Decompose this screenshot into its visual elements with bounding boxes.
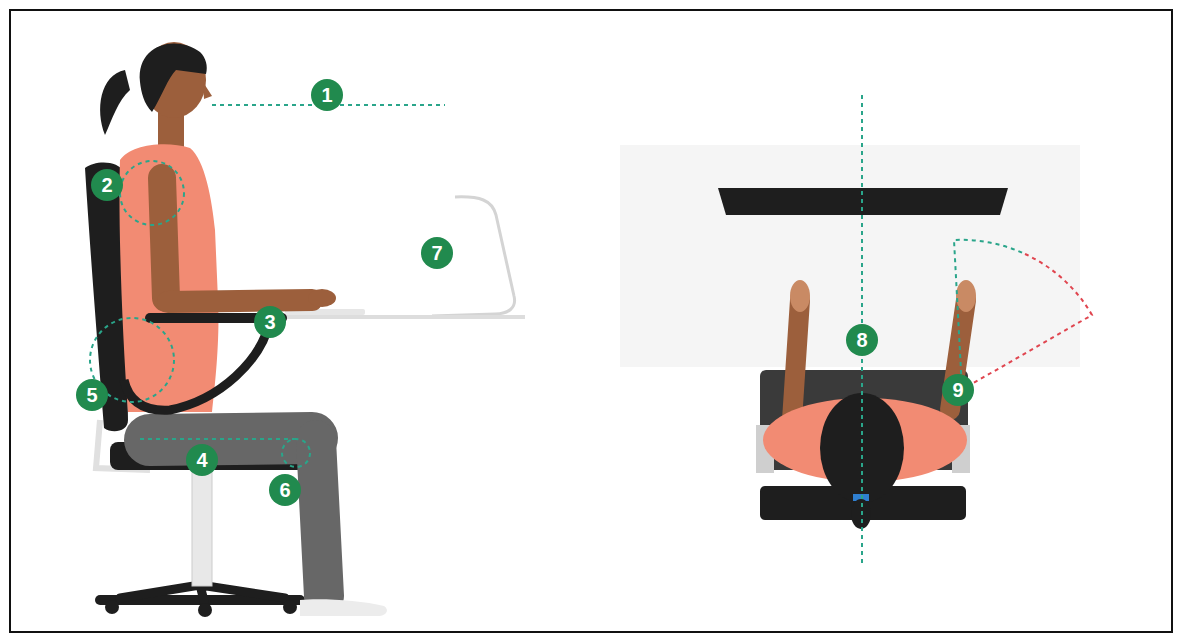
callout-number: 5: [76, 379, 108, 411]
knee-mark: [282, 439, 310, 467]
chair-caster: [198, 603, 212, 617]
chair-caster: [105, 600, 119, 614]
callout-number: 9: [942, 374, 974, 406]
callout-number: 6: [269, 474, 301, 506]
shoulder-mark: [120, 161, 184, 225]
good-angle-arc: [954, 240, 1025, 390]
callout-number: 2: [91, 169, 123, 201]
hand-top: [956, 280, 976, 312]
callout-number: 3: [254, 306, 286, 338]
arm-top: [792, 300, 800, 420]
callout-number: 4: [186, 444, 218, 476]
callout-number: 8: [846, 324, 878, 356]
chair-spokes: [120, 585, 285, 605]
forearm: [168, 300, 312, 302]
bad-angle-arc: [970, 254, 1092, 385]
hand-top: [790, 280, 810, 312]
seat-depth-line: [140, 438, 296, 440]
shin: [316, 440, 324, 596]
hair: [140, 44, 207, 112]
upper-arm: [162, 178, 166, 298]
callout-number: 1: [311, 79, 343, 111]
nose: [203, 82, 212, 99]
chair-column: [192, 468, 212, 586]
desk-surface: [620, 145, 1080, 367]
hand: [308, 289, 336, 307]
callout-number: 7: [421, 237, 453, 269]
torso: [119, 144, 218, 412]
shoe: [300, 599, 387, 616]
frame-border: [10, 10, 1172, 632]
ponytail: [100, 70, 130, 135]
armrest-frame: [124, 320, 270, 410]
chair-caster: [283, 600, 297, 614]
